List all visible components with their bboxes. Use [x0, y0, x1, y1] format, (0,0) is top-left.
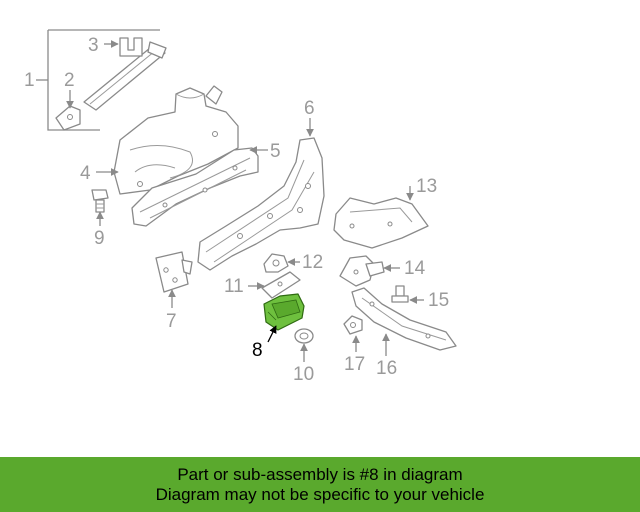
- callout-17: 17: [344, 354, 365, 375]
- info-banner: Part or sub-assembly is #8 in diagram Di…: [0, 457, 640, 512]
- callout-12: 12: [302, 252, 323, 273]
- part-12-nut: [263, 253, 289, 273]
- callout-7: 7: [166, 311, 177, 332]
- part-14-bracket: [339, 255, 385, 287]
- part-4-wheelhouse-panel: [113, 85, 239, 195]
- callout-5: 5: [270, 141, 281, 162]
- part-8-mount-bracket: [263, 293, 305, 331]
- callout-11: 11: [224, 276, 244, 297]
- part-17-clip: [343, 315, 363, 335]
- callout-4: 4: [80, 163, 91, 184]
- callout-13: 13: [416, 176, 437, 197]
- part-13-under-cover: [333, 197, 429, 249]
- part-5-fender-rail: [131, 147, 259, 227]
- callout-10: 10: [293, 364, 314, 385]
- part-15-bolt: [391, 285, 409, 303]
- part-11-plate: [261, 271, 301, 299]
- callout-6: 6: [304, 98, 315, 119]
- callout-9: 9: [94, 228, 105, 249]
- part-3-rail: [83, 37, 167, 111]
- callout-1: 1: [24, 70, 35, 91]
- callout-8: 8: [252, 340, 263, 361]
- group-bracket: [47, 29, 160, 131]
- parts-diagram: 1 2 3 4 5 6 7 8 9 10 11 12 13 14 15 16 1…: [24, 29, 457, 385]
- part-2-plate: [55, 105, 81, 131]
- leader-8: [267, 325, 277, 343]
- part-16-support-beam: [351, 287, 457, 351]
- callout-14: 14: [404, 258, 426, 279]
- callout-15: 15: [428, 290, 449, 311]
- part-9-bolt: [91, 189, 109, 213]
- callout-3: 3: [88, 35, 99, 56]
- callout-2: 2: [64, 70, 75, 91]
- part-7-bracket-plate: [155, 251, 193, 293]
- banner-line-1: Part or sub-assembly is #8 in diagram: [177, 464, 463, 484]
- callout-16: 16: [376, 358, 397, 379]
- part-10-washer: [294, 328, 314, 344]
- part-6-side-member: [197, 137, 325, 271]
- banner-line-2: Diagram may not be specific to your vehi…: [155, 484, 485, 504]
